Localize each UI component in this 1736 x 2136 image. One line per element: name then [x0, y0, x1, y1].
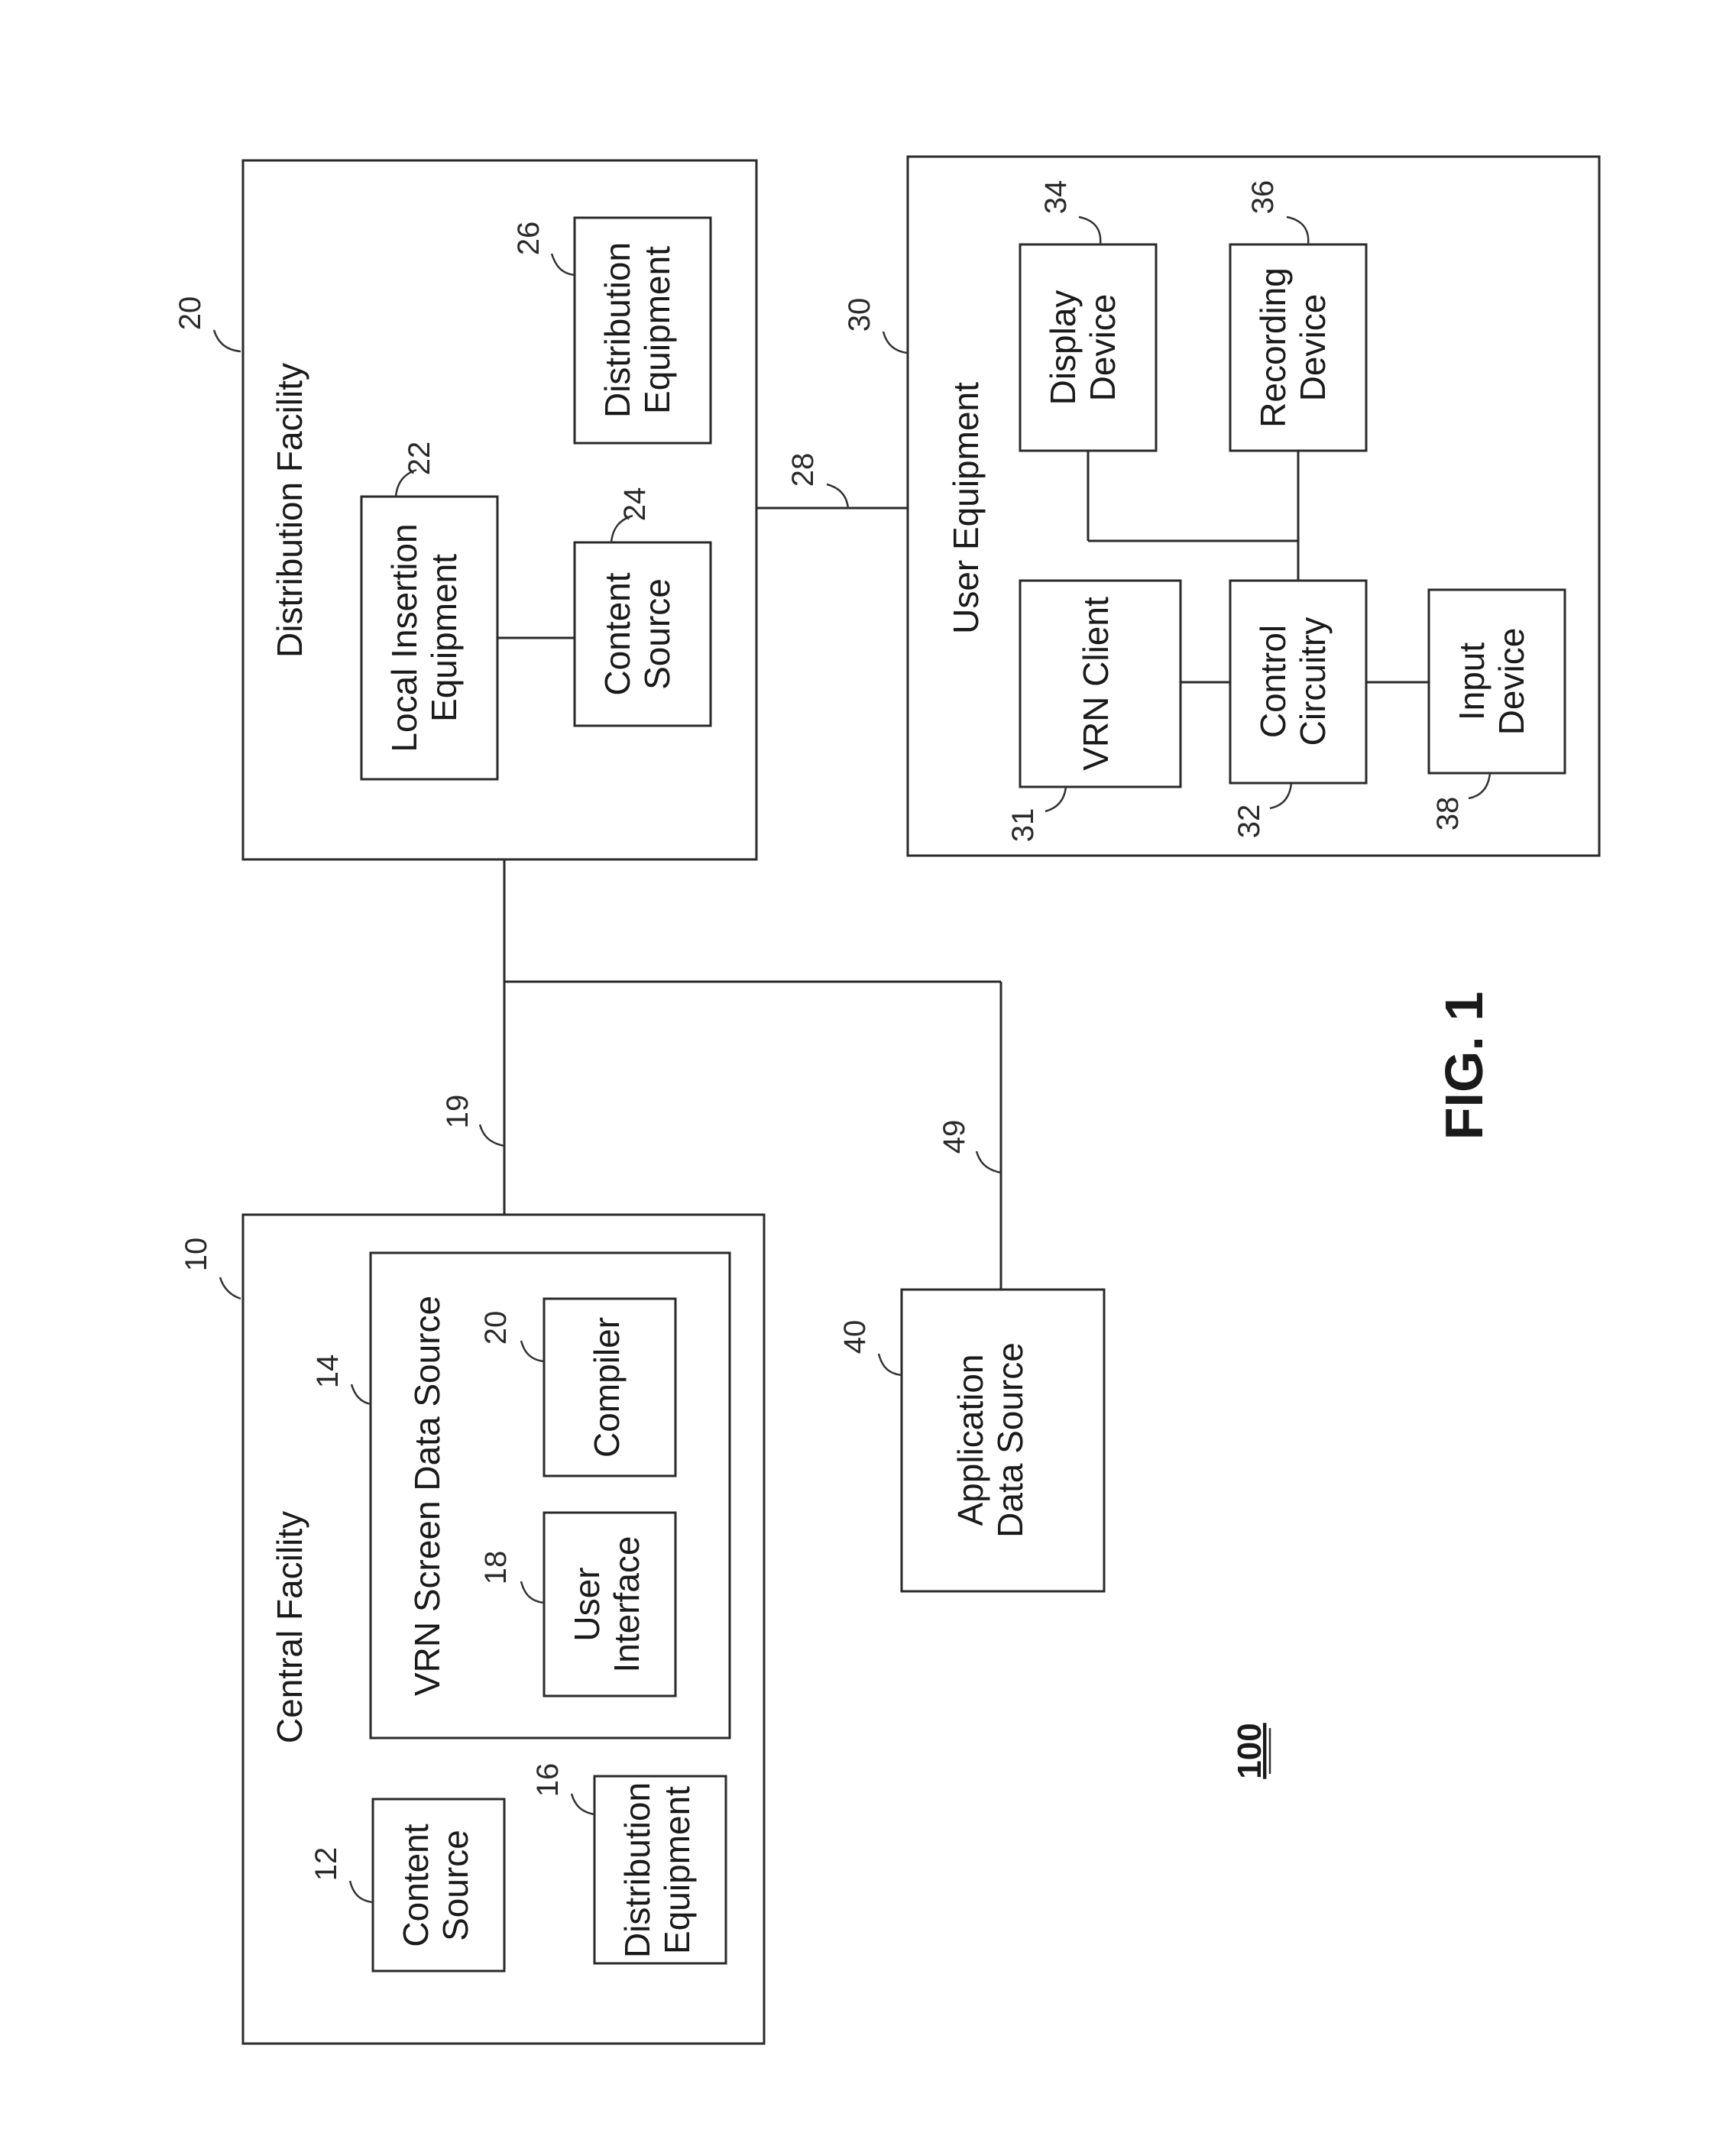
distribution-facility-distribution-equipment-ref-leader: [552, 254, 575, 275]
central-facility: Central Facility 10 Content Source 12 Di…: [180, 1215, 764, 2044]
user-interface-line1: User: [567, 1567, 607, 1641]
distribution-facility-distribution-equipment-line1: Distribution: [598, 242, 637, 418]
recording-device: Recording Device 36: [1230, 180, 1366, 451]
vrn-client-ref: 31: [1006, 808, 1040, 843]
user-interface-line2: Interface: [607, 1536, 646, 1673]
display-device-line2: Device: [1083, 294, 1122, 402]
link-49-ref-leader: [976, 1151, 1001, 1173]
local-insertion-equipment-line1: Local Insertion: [384, 523, 424, 752]
vrn-screen-data-source-ref-leader: [351, 1384, 371, 1404]
input-device: Input Device 38: [1429, 590, 1565, 830]
central-content-source-ref: 12: [309, 1847, 343, 1882]
display-device-ref-leader: [1079, 217, 1100, 244]
user-equipment-ref-leader: [883, 332, 908, 353]
recording-device-line1: Recording: [1253, 267, 1293, 428]
application-data-source: Application Data Source 40: [838, 1290, 1104, 1591]
recording-device-ref-leader: [1287, 217, 1308, 244]
compiler-ref-leader: [521, 1341, 544, 1361]
local-insertion-equipment: Local Insertion Equipment 22: [361, 442, 497, 779]
application-data-source-line2: Data Source: [990, 1342, 1030, 1538]
distribution-facility-title: Distribution Facility: [270, 363, 309, 658]
link-28: 28: [756, 453, 908, 508]
control-circuitry-line1: Control: [1253, 625, 1293, 738]
central-facility-title: Central Facility: [270, 1511, 309, 1743]
local-insertion-equipment-line2: Equipment: [424, 554, 464, 722]
user-equipment-box: [908, 157, 1599, 856]
link-28-ref: 28: [786, 453, 820, 487]
distribution-facility-ref: 20: [173, 296, 207, 331]
distribution-content-source: Content Source 24: [575, 487, 711, 726]
distribution-facility-distribution-equipment-ref: 26: [512, 222, 546, 256]
central-facility-ref: 10: [180, 1238, 213, 1272]
distribution-facility-distribution-equipment-line2: Equipment: [637, 246, 677, 414]
central-content-source-line1: Content: [396, 1824, 436, 1947]
user-interface-ref: 18: [479, 1551, 513, 1585]
vrn-client: VRN Client 31: [1006, 581, 1181, 842]
compiler-ref: 20: [479, 1311, 513, 1345]
central-distribution-equipment: Distribution Equipment 16: [531, 1763, 726, 1963]
distribution-content-source-line2: Source: [637, 578, 677, 690]
control-circuitry-line2: Circuitry: [1293, 617, 1333, 746]
link-network: 19 49: [441, 859, 1001, 1290]
vrn-client-label: VRN Client: [1076, 597, 1116, 771]
input-device-line2: Device: [1491, 628, 1531, 736]
compiler-label: Compiler: [587, 1317, 627, 1458]
user-interface-ref-leader: [521, 1581, 544, 1603]
display-device-line1: Display: [1043, 290, 1083, 406]
user-equipment-ref: 30: [843, 298, 876, 332]
figure-label: FIG. 1: [1434, 992, 1494, 1140]
distribution-facility-box: [243, 160, 756, 859]
central-distribution-equipment-ref: 16: [531, 1763, 565, 1798]
recording-device-line2: Device: [1293, 294, 1333, 402]
central-content-source-line2: Source: [436, 1830, 475, 1941]
user-equipment: User Equipment 30 Display Device 34 Reco…: [843, 157, 1599, 856]
distribution-facility: Distribution Facility 20 Local Insertion…: [173, 160, 756, 859]
vrn-screen-data-source-title: VRN Screen Data Source: [407, 1296, 447, 1696]
application-data-source-ref: 40: [838, 1320, 872, 1354]
central-content-source-ref-leader: [350, 1881, 373, 1902]
link-19-ref: 19: [441, 1095, 474, 1129]
link-28-ref-leader: [827, 484, 848, 508]
distribution-facility-distribution-equipment: Distribution Equipment 26: [512, 218, 711, 443]
central-distribution-equipment-ref-leader: [572, 1794, 594, 1814]
recording-device-ref: 36: [1246, 180, 1280, 215]
link-19-ref-leader: [480, 1125, 504, 1146]
control-circuitry: Control Circuitry 32: [1230, 581, 1366, 838]
input-device-line1: Input: [1452, 642, 1491, 721]
compiler: Compiler 20: [479, 1299, 675, 1476]
vrn-client-ref-leader: [1045, 787, 1066, 811]
application-data-source-line1: Application: [951, 1354, 990, 1526]
user-interface: User Interface 18: [479, 1513, 675, 1696]
central-distribution-equipment-line2: Equipment: [657, 1786, 697, 1954]
vrn-screen-data-source: VRN Screen Data Source 14 User Interface…: [311, 1253, 730, 1738]
link-49-ref: 49: [938, 1120, 971, 1154]
distribution-facility-ref-leader: [214, 330, 241, 351]
local-insertion-equipment-ref: 22: [403, 442, 436, 476]
input-device-ref-leader: [1469, 773, 1490, 798]
distribution-content-source-ref: 24: [618, 487, 652, 522]
system-number: 100: [1231, 1723, 1268, 1778]
central-content-source: Content Source 12: [309, 1799, 504, 1971]
control-circuitry-ref-leader: [1270, 783, 1291, 808]
display-device: Display Device 34: [1020, 180, 1156, 451]
vrn-screen-data-source-ref: 14: [311, 1354, 345, 1389]
central-distribution-equipment-line1: Distribution: [617, 1782, 657, 1958]
control-circuitry-ref: 32: [1232, 804, 1266, 839]
distribution-content-source-line1: Content: [598, 572, 637, 695]
application-data-source-ref-leader: [879, 1354, 902, 1375]
user-equipment-title: User Equipment: [946, 382, 986, 634]
central-facility-ref-leader: [220, 1277, 241, 1299]
display-device-ref: 34: [1039, 180, 1073, 215]
input-device-ref: 38: [1431, 797, 1465, 831]
